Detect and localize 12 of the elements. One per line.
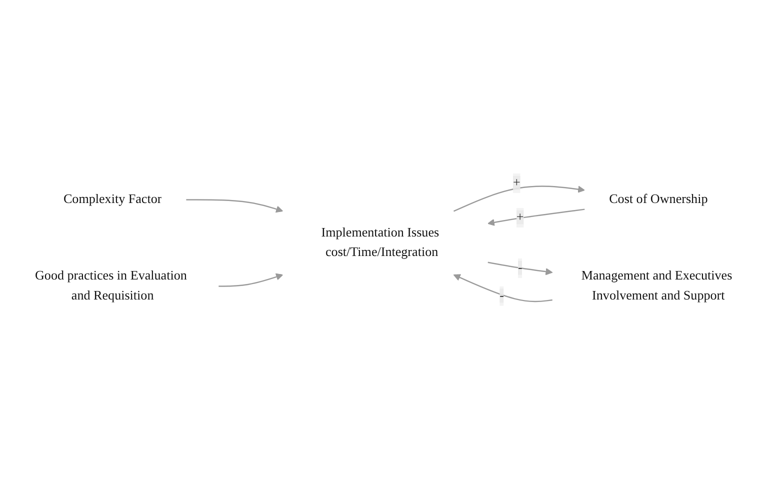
edge-label: - [500, 288, 504, 303]
arrow [453, 186, 585, 212]
node-text: Management and Executives Involvement and Support [581, 269, 732, 303]
edge-label: + [516, 210, 524, 224]
node-text: Cost of Ownership [609, 192, 708, 206]
node-text: Good practices in Evaluation and Requisition [35, 269, 187, 303]
arrow [218, 274, 284, 288]
node-text: Implementation Issues cost/Time/Integration [321, 226, 440, 260]
edge-label: + [512, 176, 520, 190]
arrow [186, 199, 284, 213]
node-text: Complexity Factor [63, 192, 162, 206]
edge-label: - [518, 261, 522, 276]
